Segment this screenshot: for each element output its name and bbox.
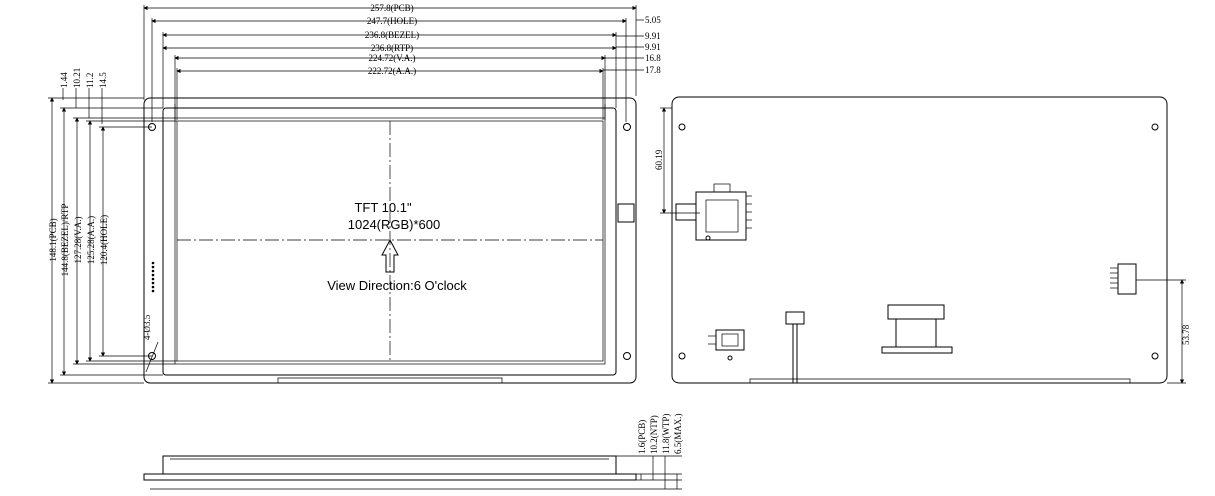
offset-9-91-b: 9.91 [645,42,661,52]
back-pcb-outline [671,96,1168,384]
hole-note: 4-Ø3.5 [142,314,152,340]
pcb-outline [143,97,637,384]
fpc-connector [675,183,752,241]
backlight-connector [708,329,745,361]
back-dim-upper: 60.19 [654,149,664,170]
mount-hole-tl [148,123,156,131]
top-dimensions: 257.8(PCB) 247.7(HOLE) 236.8(BEZEL) 236.… [143,3,637,122]
side-pcb [143,473,637,481]
dim-rtp-width: 236.8(RTP) [371,43,413,53]
right-offset-dimensions: 5.05 9.91 9.91 16.8 17.8 [603,15,661,75]
bezel-outline [162,107,617,376]
back-dim-right: 53.78 [1181,324,1191,345]
offset-16-8: 16.8 [645,53,661,63]
offset-11-2: 11.2 [85,73,95,88]
view-direction-arrow-icon [381,238,399,273]
left-offset-dimensions: 1.44 10.21 11.2 14.5 [59,68,108,124]
dim-va-height: 127.28(V.A.) [73,216,83,263]
offset-1-44: 1.44 [59,72,69,88]
offset-9-91-a: 9.91 [645,31,661,41]
fpc-tab [617,203,635,223]
offset-5-05: 5.05 [645,15,661,25]
dim-aa-width: 222.72(A.A.) [368,66,416,76]
back-hole-bl [678,352,686,360]
back-hole-tr [1151,123,1159,131]
mount-hole-br [623,352,631,360]
panel-resolution: 1024(RGB)*600 [348,217,441,232]
dim-bezel-height: 144.8(BEZEL)/RTP [60,204,70,277]
side-pin-connector [1110,263,1186,295]
dim-va-width: 224.72(V.A.) [368,53,415,63]
main-connector [881,304,953,354]
back-hole-tl [678,123,686,131]
left-dimensions: 148.1(PCB) 144.8(BEZEL)/RTP 127.28(V.A.)… [48,97,177,384]
dim-aa-height: 125.28(A.A.) [86,216,96,264]
side-bezel [162,455,617,475]
dim-hole-width: 247.7(HOLE) [367,16,417,26]
front-view: 4-Ø3.5 TFT 10.1" 1024(RGB)*600 View Dire… [142,97,637,384]
side-dim-pcb: 1.6(PCB) [637,420,647,454]
side-dim-max: 6.5(MAX.) [673,414,683,455]
mount-hole-bl [148,352,156,360]
side-view: 1.6(PCB) 10.2(NTP) 11.8(WTP) 6.5(MAX.) [143,414,683,490]
back-hole-br [1151,352,1159,360]
side-dim-ntp: 10.2(NTP) [649,415,659,454]
view-direction-label: View Direction:6 O'clock [327,278,467,293]
mount-hole-tr [623,123,631,131]
dim-bezel-width: 236.8(BEZEL) [365,30,419,40]
va-outline [174,117,606,365]
fpc-cable [785,311,805,383]
dim-hole-height: 120.4(HOLE) [99,215,109,265]
dim-pcb-width: 257.8(PCB) [370,3,413,13]
offset-17-8: 17.8 [645,65,661,75]
side-dim-wtp: 11.8(WTP) [661,414,671,454]
dim-pcb-height: 148.1(PCB) [48,218,58,261]
offset-10-21: 10.21 [72,68,82,88]
back-view: 60.19 53.78 [654,96,1191,384]
offset-14-5: 14.5 [98,72,108,88]
panel-title: TFT 10.1" [354,200,412,215]
pin-header-dots [151,261,155,293]
